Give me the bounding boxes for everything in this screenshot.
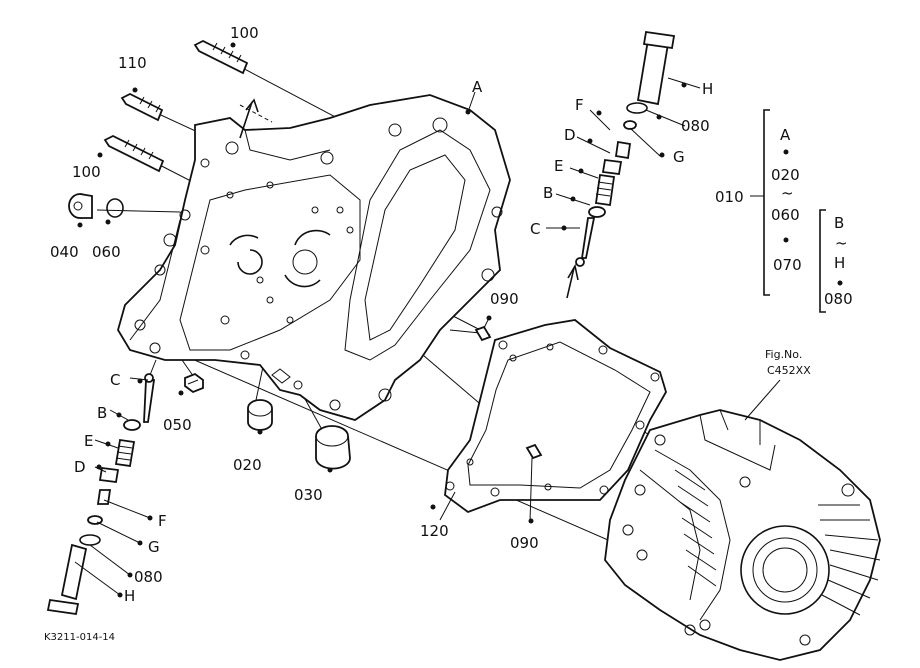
legend-070: 070 xyxy=(773,256,802,274)
callout-C-top: C xyxy=(530,220,540,238)
callout-080-top: 080 xyxy=(681,117,710,135)
callout-E-left: E xyxy=(84,432,93,450)
callout-020: 020 xyxy=(233,456,262,474)
callout-H-top: H xyxy=(702,80,713,98)
callout-100-top: 100 xyxy=(230,24,259,42)
callout-120: 120 xyxy=(420,522,449,540)
legend-tilde-2: ~ xyxy=(835,234,848,252)
callout-D-left: D xyxy=(74,458,86,476)
callout-F-top: F xyxy=(575,96,584,114)
dowel-pin-090-top xyxy=(474,325,492,342)
callout-100-left: 100 xyxy=(72,163,101,181)
range-legend: 010 A 020 ~ 060 070 B ~ H 080 xyxy=(715,109,853,313)
callout-C-left: C xyxy=(110,371,120,389)
bolt-100-top xyxy=(193,39,249,75)
label-leaders xyxy=(74,42,781,598)
callout-G-left: G xyxy=(148,538,160,556)
callout-090-bottom: 090 xyxy=(510,534,539,552)
bolt-110 xyxy=(120,92,164,122)
callout-060: 060 xyxy=(92,243,121,261)
callout-050: 050 xyxy=(163,416,192,434)
callout-H-left: H xyxy=(124,587,135,605)
callout-A: A xyxy=(472,78,483,96)
valve-stack-left xyxy=(46,373,156,616)
bushing-020 xyxy=(247,399,273,431)
legend-A: A xyxy=(780,126,791,144)
callout-E-top: E xyxy=(554,157,563,175)
plug-050 xyxy=(184,372,204,394)
gasket-120 xyxy=(444,319,667,514)
callout-110: 110 xyxy=(118,54,147,72)
legend-010: 010 xyxy=(715,188,744,206)
transmission-case xyxy=(604,409,881,661)
dowel-pin-090-bottom xyxy=(525,443,543,460)
callout-090-top: 090 xyxy=(490,290,519,308)
valve-stack-right xyxy=(566,30,676,299)
legend-060: 060 xyxy=(771,206,800,224)
legend-080: 080 xyxy=(824,290,853,308)
valve-housing xyxy=(117,94,511,421)
callout-B-left: B xyxy=(97,404,107,422)
plug-040 xyxy=(68,193,93,219)
bolt-100-left xyxy=(103,134,165,173)
legend-H: H xyxy=(834,254,845,272)
legend-B: B xyxy=(834,214,844,232)
o-ring-060 xyxy=(106,198,124,218)
callout-B-top: B xyxy=(543,184,553,202)
callout-030: 030 xyxy=(294,486,323,504)
callout-G-top: G xyxy=(673,148,685,166)
drawing-code: K3211-014-14 xyxy=(44,632,115,643)
callout-080-left: 080 xyxy=(134,568,163,586)
callout-040: 040 xyxy=(50,243,79,261)
callout-F-left: F xyxy=(158,512,167,530)
fig-label: Fig.No. xyxy=(765,348,802,361)
callout-D-top: D xyxy=(564,126,576,144)
fig-number: C452XX xyxy=(767,364,811,377)
callout-labels: 100 110 100 040 060 A H 080 G F D E B C … xyxy=(50,24,713,605)
legend-020: 020 xyxy=(771,166,800,184)
bushing-030 xyxy=(315,425,351,470)
legend-tilde-1: ~ xyxy=(781,184,794,202)
